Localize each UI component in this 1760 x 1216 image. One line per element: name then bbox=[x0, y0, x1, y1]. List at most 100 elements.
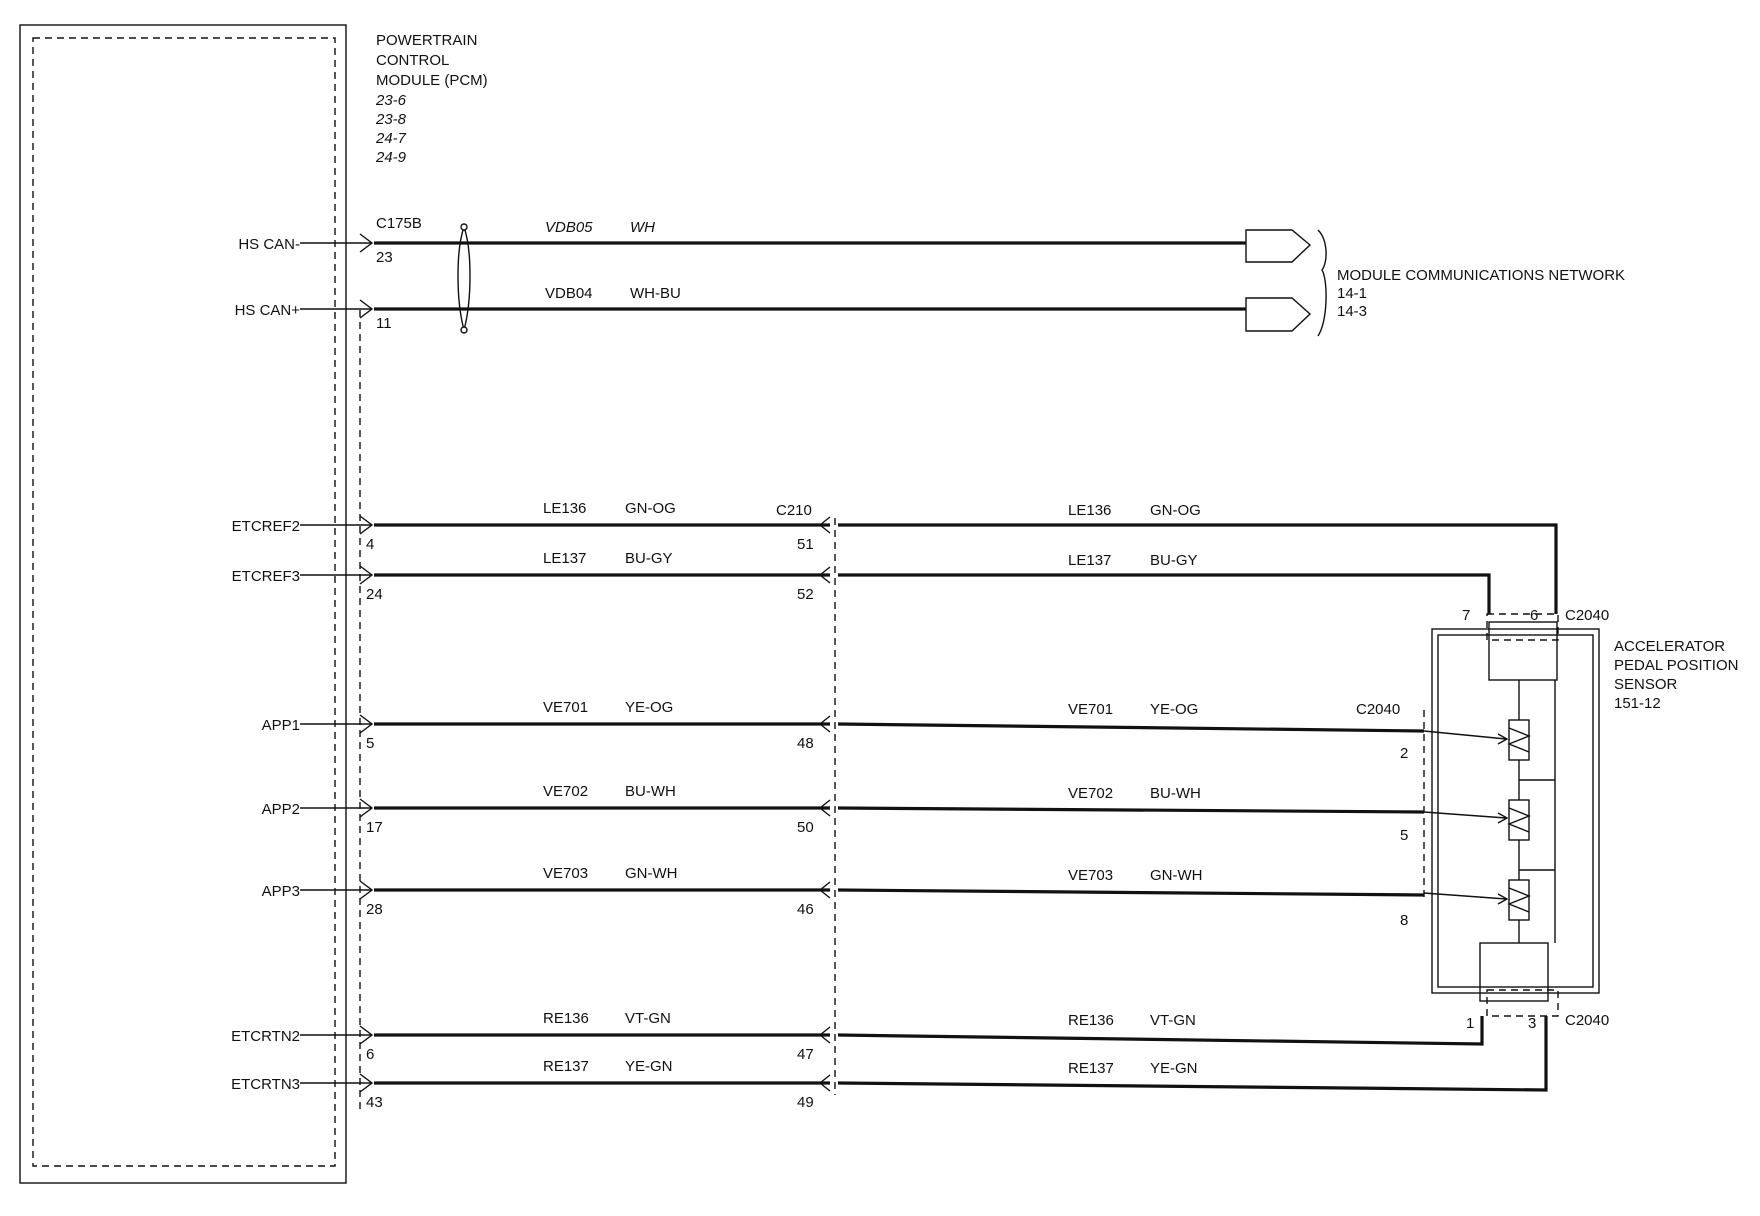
pcm-title: POWERTRAIN CONTROL MODULE (PCM) 23-6 23-… bbox=[375, 32, 488, 166]
wire-color-label: BU-WH bbox=[625, 783, 676, 800]
wire-color-label: YE-GN bbox=[1150, 1060, 1198, 1077]
wire-segment-c210-sensor bbox=[837, 1016, 1548, 1092]
pin-arrow-icon bbox=[359, 233, 374, 253]
pcm-pin: 11 bbox=[376, 315, 392, 332]
c210-pin: 50 bbox=[797, 819, 814, 836]
pcm-pin: 5 bbox=[366, 735, 374, 752]
pin-arrow-icon bbox=[359, 880, 374, 900]
circuit-label: RE137 bbox=[1068, 1060, 1114, 1077]
c210-pin-icon bbox=[818, 1026, 831, 1044]
wire-color-label: YE-GN bbox=[625, 1058, 673, 1075]
sensor-pin: 7 bbox=[1462, 607, 1470, 624]
wire-segment-c210-sensor bbox=[837, 888, 1425, 897]
sensor-pin: 1 bbox=[1466, 1015, 1474, 1032]
pcm-title-line: CONTROL bbox=[376, 52, 449, 69]
potentiometer-icon bbox=[1423, 879, 1531, 921]
network-connector-icon bbox=[1245, 297, 1312, 332]
pcm-ref: 23-6 bbox=[375, 92, 407, 109]
signal-label: ETCREF2 bbox=[232, 518, 300, 535]
network-title: MODULE COMMUNICATIONS NETWORK bbox=[1337, 267, 1625, 284]
circuit-label: VE703 bbox=[543, 865, 588, 882]
circuit-label: LE136 bbox=[543, 500, 586, 517]
circuit-label: RE137 bbox=[543, 1058, 589, 1075]
c210-pin: 46 bbox=[797, 901, 814, 918]
circuit-label: LE137 bbox=[1068, 552, 1111, 569]
potentiometer-icon bbox=[1423, 799, 1531, 841]
network-ref: 14-1 bbox=[1337, 285, 1367, 302]
c210-pin: 49 bbox=[797, 1094, 814, 1111]
wire-segment-c210-sensor bbox=[837, 722, 1425, 733]
sensor-connector-label: C2040 bbox=[1565, 1012, 1609, 1029]
circuit-label: RE136 bbox=[543, 1010, 589, 1027]
pin-arrow-icon bbox=[359, 1073, 374, 1093]
sensor-ref: 151-12 bbox=[1614, 695, 1661, 712]
wire-color-label: BU-WH bbox=[1150, 785, 1201, 802]
pcm-connector-label: C175B bbox=[376, 215, 422, 232]
sensor-title-line: ACCELERATOR bbox=[1614, 638, 1725, 655]
can-wire-hs-can-minus: HS CAN- 23 VDB05 WH bbox=[238, 219, 1246, 266]
c210-pin-icon bbox=[818, 881, 831, 899]
network-label: MODULE COMMUNICATIONS NETWORK 14-1 14-3 bbox=[1337, 267, 1625, 320]
network-connector-icon bbox=[1245, 229, 1312, 263]
wire-color-label: GN-OG bbox=[625, 500, 676, 517]
pcm-pin: 17 bbox=[366, 819, 383, 836]
pin-arrow-icon bbox=[359, 565, 374, 585]
circuit-label: VE702 bbox=[543, 783, 588, 800]
pcm-pin: 24 bbox=[366, 586, 383, 603]
pin-arrow-icon bbox=[359, 714, 374, 734]
twisted-pair-icon bbox=[457, 223, 471, 334]
signal-label: ETCREF3 bbox=[232, 568, 300, 585]
c210-pin: 48 bbox=[797, 735, 814, 752]
pcm-title-line: MODULE (PCM) bbox=[376, 72, 488, 89]
signal-label: APP3 bbox=[262, 883, 300, 900]
pcm-pin: 43 bbox=[366, 1094, 383, 1111]
pin-arrow-icon bbox=[359, 299, 374, 319]
pin-arrow-icon bbox=[359, 798, 374, 818]
wire-segment-c210-sensor bbox=[838, 523, 1558, 614]
sensor-pin: 5 bbox=[1400, 827, 1408, 844]
signal-label: ETCRTN3 bbox=[231, 1076, 300, 1093]
can-wire-hs-can-plus: HS CAN+ 11 VDB04 WH-BU bbox=[235, 285, 1246, 332]
signal-label: HS CAN- bbox=[238, 236, 300, 253]
c210-pin: 51 bbox=[797, 536, 814, 553]
signal-label: ETCRTN2 bbox=[231, 1028, 300, 1045]
wire-color-label: BU-GY bbox=[625, 550, 673, 567]
sensor-ref-block bbox=[1488, 621, 1558, 681]
pcm-ref: 24-9 bbox=[375, 149, 407, 166]
wire-color-label: YE-OG bbox=[1150, 701, 1198, 718]
potentiometer-icon bbox=[1423, 719, 1531, 761]
network-ref: 14-3 bbox=[1337, 303, 1367, 320]
wire-segment-c210-sensor bbox=[837, 1016, 1484, 1046]
network-brace-icon bbox=[1317, 229, 1327, 337]
c210-connector-label: C210 bbox=[776, 502, 812, 519]
circuit-label: LE137 bbox=[543, 550, 586, 567]
c210-pin-icon bbox=[818, 715, 831, 733]
wire-color-label: WH bbox=[630, 219, 655, 236]
pcm-module bbox=[19, 24, 347, 1184]
signal-label: HS CAN+ bbox=[235, 302, 301, 319]
pcm-title-line: POWERTRAIN bbox=[376, 32, 477, 49]
pcm-ref: 24-7 bbox=[375, 130, 407, 147]
sensor-pin: 2 bbox=[1400, 745, 1408, 762]
wire-segment-c210-sensor bbox=[837, 806, 1425, 814]
c210-pin-icon bbox=[818, 516, 831, 534]
wire-color-label: VT-GN bbox=[1150, 1012, 1196, 1029]
pcm-pin: 6 bbox=[366, 1046, 374, 1063]
signal-label: APP2 bbox=[262, 801, 300, 818]
pin-arrow-icon bbox=[359, 1025, 374, 1045]
c210-pin: 47 bbox=[797, 1046, 814, 1063]
circuit-label: VE701 bbox=[1068, 701, 1113, 718]
sensor-module bbox=[1423, 613, 1600, 1017]
circuit-label: RE136 bbox=[1068, 1012, 1114, 1029]
sensor-rtn-block bbox=[1479, 942, 1549, 1002]
sensor-pin: 8 bbox=[1400, 912, 1408, 929]
wire-color-label: GN-WH bbox=[625, 865, 678, 882]
signal-label: APP1 bbox=[262, 717, 300, 734]
wire-segment-c210-sensor bbox=[838, 573, 1491, 614]
